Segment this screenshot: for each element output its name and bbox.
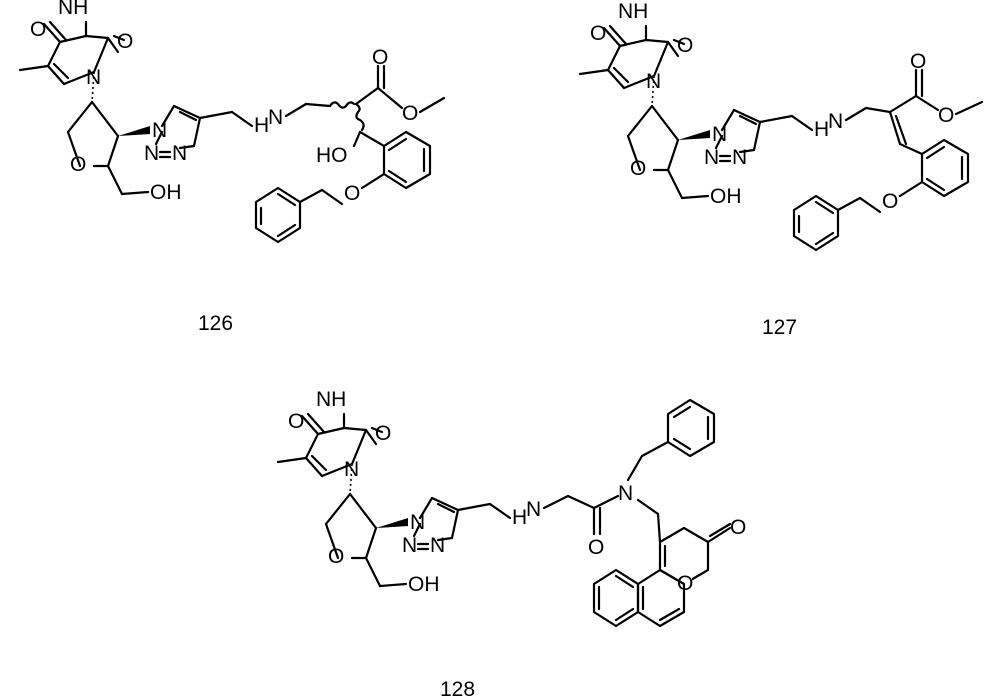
atom-n: N (704, 146, 719, 169)
atom-oh: OH (408, 573, 440, 596)
atom-n: N (430, 534, 445, 557)
atom-n: N (172, 142, 187, 165)
compound-label-127: 127 (762, 316, 797, 339)
atom-nh: NH (618, 0, 648, 23)
atom-h: H (512, 506, 527, 529)
atom-n: N (646, 70, 661, 93)
atom-o: O (344, 182, 360, 205)
atom-n: N (86, 66, 101, 89)
atom-ho: HO (316, 144, 348, 167)
atom-n: N (712, 123, 727, 146)
atom-o: O (588, 536, 604, 559)
compound-126: NH O O N O OH N N N H N O O HO O 126 (18, 0, 446, 335)
atom-o: O (288, 410, 304, 433)
atom-oh: OH (710, 185, 742, 208)
atom-o: O (882, 190, 898, 213)
atom-n: N (526, 498, 541, 521)
atom-o: O (328, 545, 344, 568)
atom-o: O (30, 18, 46, 41)
atom-n: N (344, 458, 359, 481)
atom-o: O (402, 102, 418, 125)
atom-n: N (732, 146, 747, 169)
atom-o: O (70, 153, 86, 176)
atom-o: O (372, 46, 388, 69)
atom-n: N (144, 142, 159, 165)
atom-nh: NH (316, 388, 346, 411)
atom-n: N (402, 534, 417, 557)
atom-o: O (375, 422, 391, 445)
atom-h: H (814, 118, 829, 141)
compound-127: NH O O N O OH N N N H N O O O 127 (578, 0, 984, 339)
atom-o: O (730, 516, 746, 539)
atom-o: O (117, 30, 133, 53)
atom-h: H (254, 114, 269, 137)
atom-n: N (268, 106, 283, 129)
atom-o: O (590, 22, 606, 45)
compound-128: NH O O N O OH N N N H N O N O O (276, 388, 746, 700)
compound-label-126: 126 (198, 312, 233, 335)
atom-n: N (618, 482, 633, 505)
atom-o: O (630, 157, 646, 180)
compound-label-128: 128 (440, 678, 475, 700)
atom-n: N (410, 511, 425, 534)
atom-o: O (677, 34, 693, 57)
atom-oh: OH (150, 181, 182, 204)
atom-n: N (152, 119, 167, 142)
atom-o: O (677, 572, 693, 595)
atom-o: O (910, 50, 926, 73)
atom-nh: NH (58, 0, 88, 19)
atom-o: O (938, 104, 954, 127)
atom-n: N (828, 110, 843, 133)
